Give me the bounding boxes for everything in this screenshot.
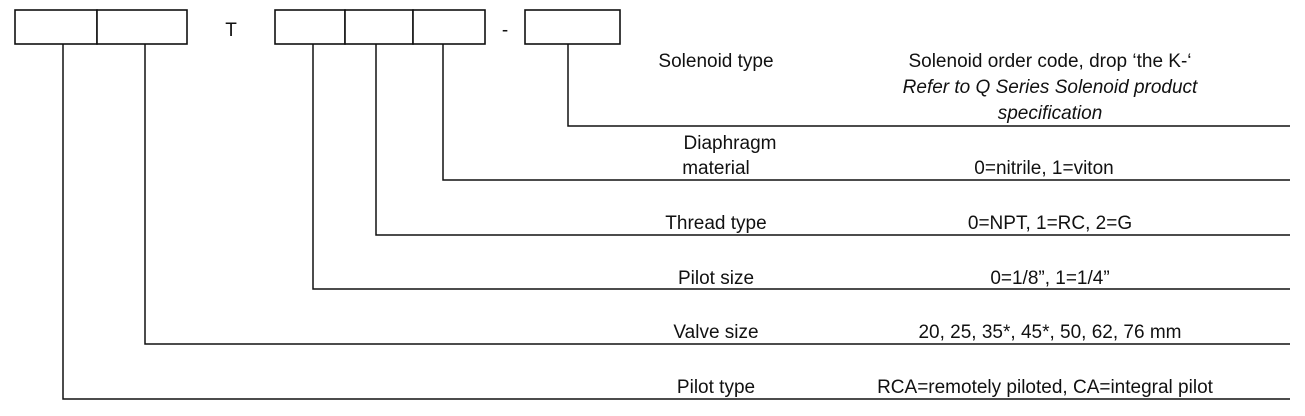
row-label: Thread type bbox=[665, 213, 766, 234]
row-diaphragm-material: Diaphragm material 0=nitrile, 1=viton bbox=[682, 133, 1114, 179]
row-note: specification bbox=[998, 103, 1103, 124]
row-label: Pilot type bbox=[677, 377, 755, 398]
connector-thread bbox=[375, 44, 1290, 236]
code-box-valve-size bbox=[96, 9, 188, 45]
row-label: Pilot size bbox=[678, 268, 754, 289]
row-value: Solenoid order code, drop ‘the K-‘ bbox=[908, 51, 1191, 72]
code-box-pilot-type bbox=[14, 9, 98, 45]
row-label: Valve size bbox=[673, 322, 758, 343]
connector-valve-size bbox=[144, 44, 1290, 345]
row-pilot-size: Pilot size 0=1/8”, 1=1/4” bbox=[678, 268, 1110, 289]
code-box-pilot-size bbox=[274, 9, 346, 45]
row-label: Solenoid type bbox=[658, 51, 773, 72]
code-box-diaphragm bbox=[412, 9, 486, 45]
separator-t: T bbox=[225, 20, 237, 41]
row-value: 0=nitrile, 1=viton bbox=[974, 158, 1113, 179]
row-solenoid-type: Solenoid type Solenoid order code, drop … bbox=[658, 51, 1198, 124]
connector-pilot-type bbox=[62, 44, 1290, 400]
code-box-group: T - bbox=[14, 9, 621, 45]
row-label: Diaphragm bbox=[684, 133, 777, 154]
connector-pilot-size bbox=[312, 44, 1290, 290]
separator-dash: - bbox=[502, 20, 508, 41]
connector-lines bbox=[62, 44, 1290, 400]
code-box-solenoid bbox=[524, 9, 621, 45]
code-box-thread-type bbox=[344, 9, 414, 45]
row-value: 0=1/8”, 1=1/4” bbox=[990, 268, 1109, 289]
row-value: 20, 25, 35*, 45*, 50, 62, 76 mm bbox=[918, 322, 1181, 343]
connector-solenoid bbox=[567, 44, 1290, 127]
row-pilot-type: Pilot type RCA=remotely piloted, CA=inte… bbox=[677, 377, 1214, 398]
row-value: 0=NPT, 1=RC, 2=G bbox=[968, 213, 1132, 234]
row-thread-type: Thread type 0=NPT, 1=RC, 2=G bbox=[665, 213, 1132, 234]
row-note: Refer to Q Series Solenoid product bbox=[903, 77, 1198, 98]
connector-diaphragm bbox=[442, 44, 1290, 181]
row-valve-size: Valve size 20, 25, 35*, 45*, 50, 62, 76 … bbox=[673, 322, 1181, 343]
row-value: RCA=remotely piloted, CA=integral pilot bbox=[877, 377, 1214, 398]
row-label: material bbox=[682, 158, 750, 179]
